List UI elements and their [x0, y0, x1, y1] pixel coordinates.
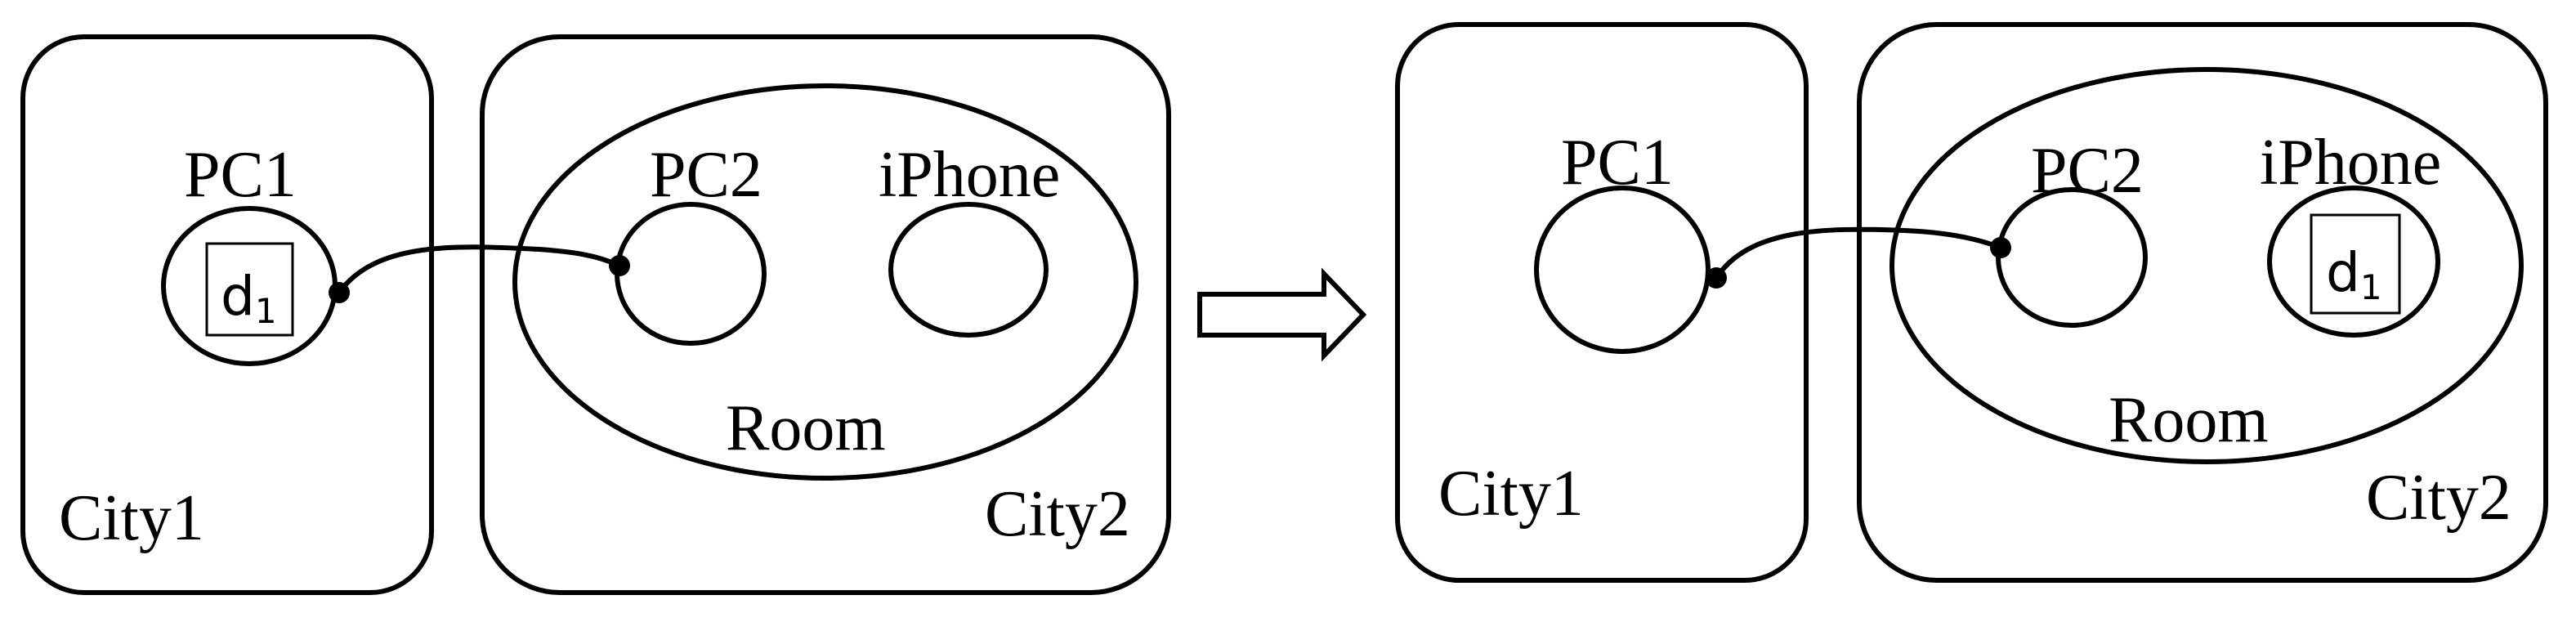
city1-label: City1	[59, 482, 204, 554]
document-subscript: 1	[255, 291, 277, 331]
before-state: City1 City2 Room PC1 d1 PC2 iPhone	[20, 34, 1171, 595]
room-region	[1890, 67, 2524, 464]
pc2-port	[609, 255, 630, 276]
after-state: City1 City2 Room PC1 PC2 iPhone d1	[1395, 22, 2548, 583]
pc2-label: PC2	[650, 139, 763, 211]
room-label: Room	[726, 392, 886, 464]
city1-region	[1395, 22, 1809, 583]
document-letter: d	[2326, 241, 2360, 304]
document-box	[205, 242, 294, 337]
pc2-node	[615, 202, 767, 346]
document-d1: d1	[205, 242, 294, 337]
iphone-node	[888, 202, 1049, 338]
pc1-port	[1706, 267, 1727, 289]
document-box	[2310, 213, 2401, 315]
pc2-node	[1996, 187, 2148, 328]
pc1-port	[329, 282, 350, 303]
city2-region	[480, 34, 1171, 595]
iphone-node	[2267, 186, 2440, 338]
pc2-port	[1990, 237, 2011, 258]
right-arrow-icon	[1197, 267, 1367, 362]
document-d1: d1	[2310, 213, 2401, 315]
document-label: d1	[2326, 241, 2382, 307]
pc1-pc2-link	[1714, 226, 2002, 280]
document-subscript: 1	[2360, 267, 2382, 307]
room-label: Room	[2109, 384, 2269, 456]
document-letter: d	[221, 265, 255, 328]
pc2-label: PC2	[2031, 135, 2144, 207]
pc1-pc2-link	[337, 244, 621, 294]
city2-label: City2	[985, 478, 1130, 550]
document-label: d1	[221, 265, 277, 331]
city1-label: City1	[1438, 458, 1584, 530]
pc1-node	[1534, 186, 1711, 354]
city2-label: City2	[2366, 462, 2511, 534]
pc1-label: PC1	[184, 139, 297, 211]
city2-region	[1857, 22, 2548, 583]
city1-region	[20, 34, 434, 595]
iphone-label: iPhone	[879, 139, 1060, 211]
room-region	[512, 83, 1138, 481]
